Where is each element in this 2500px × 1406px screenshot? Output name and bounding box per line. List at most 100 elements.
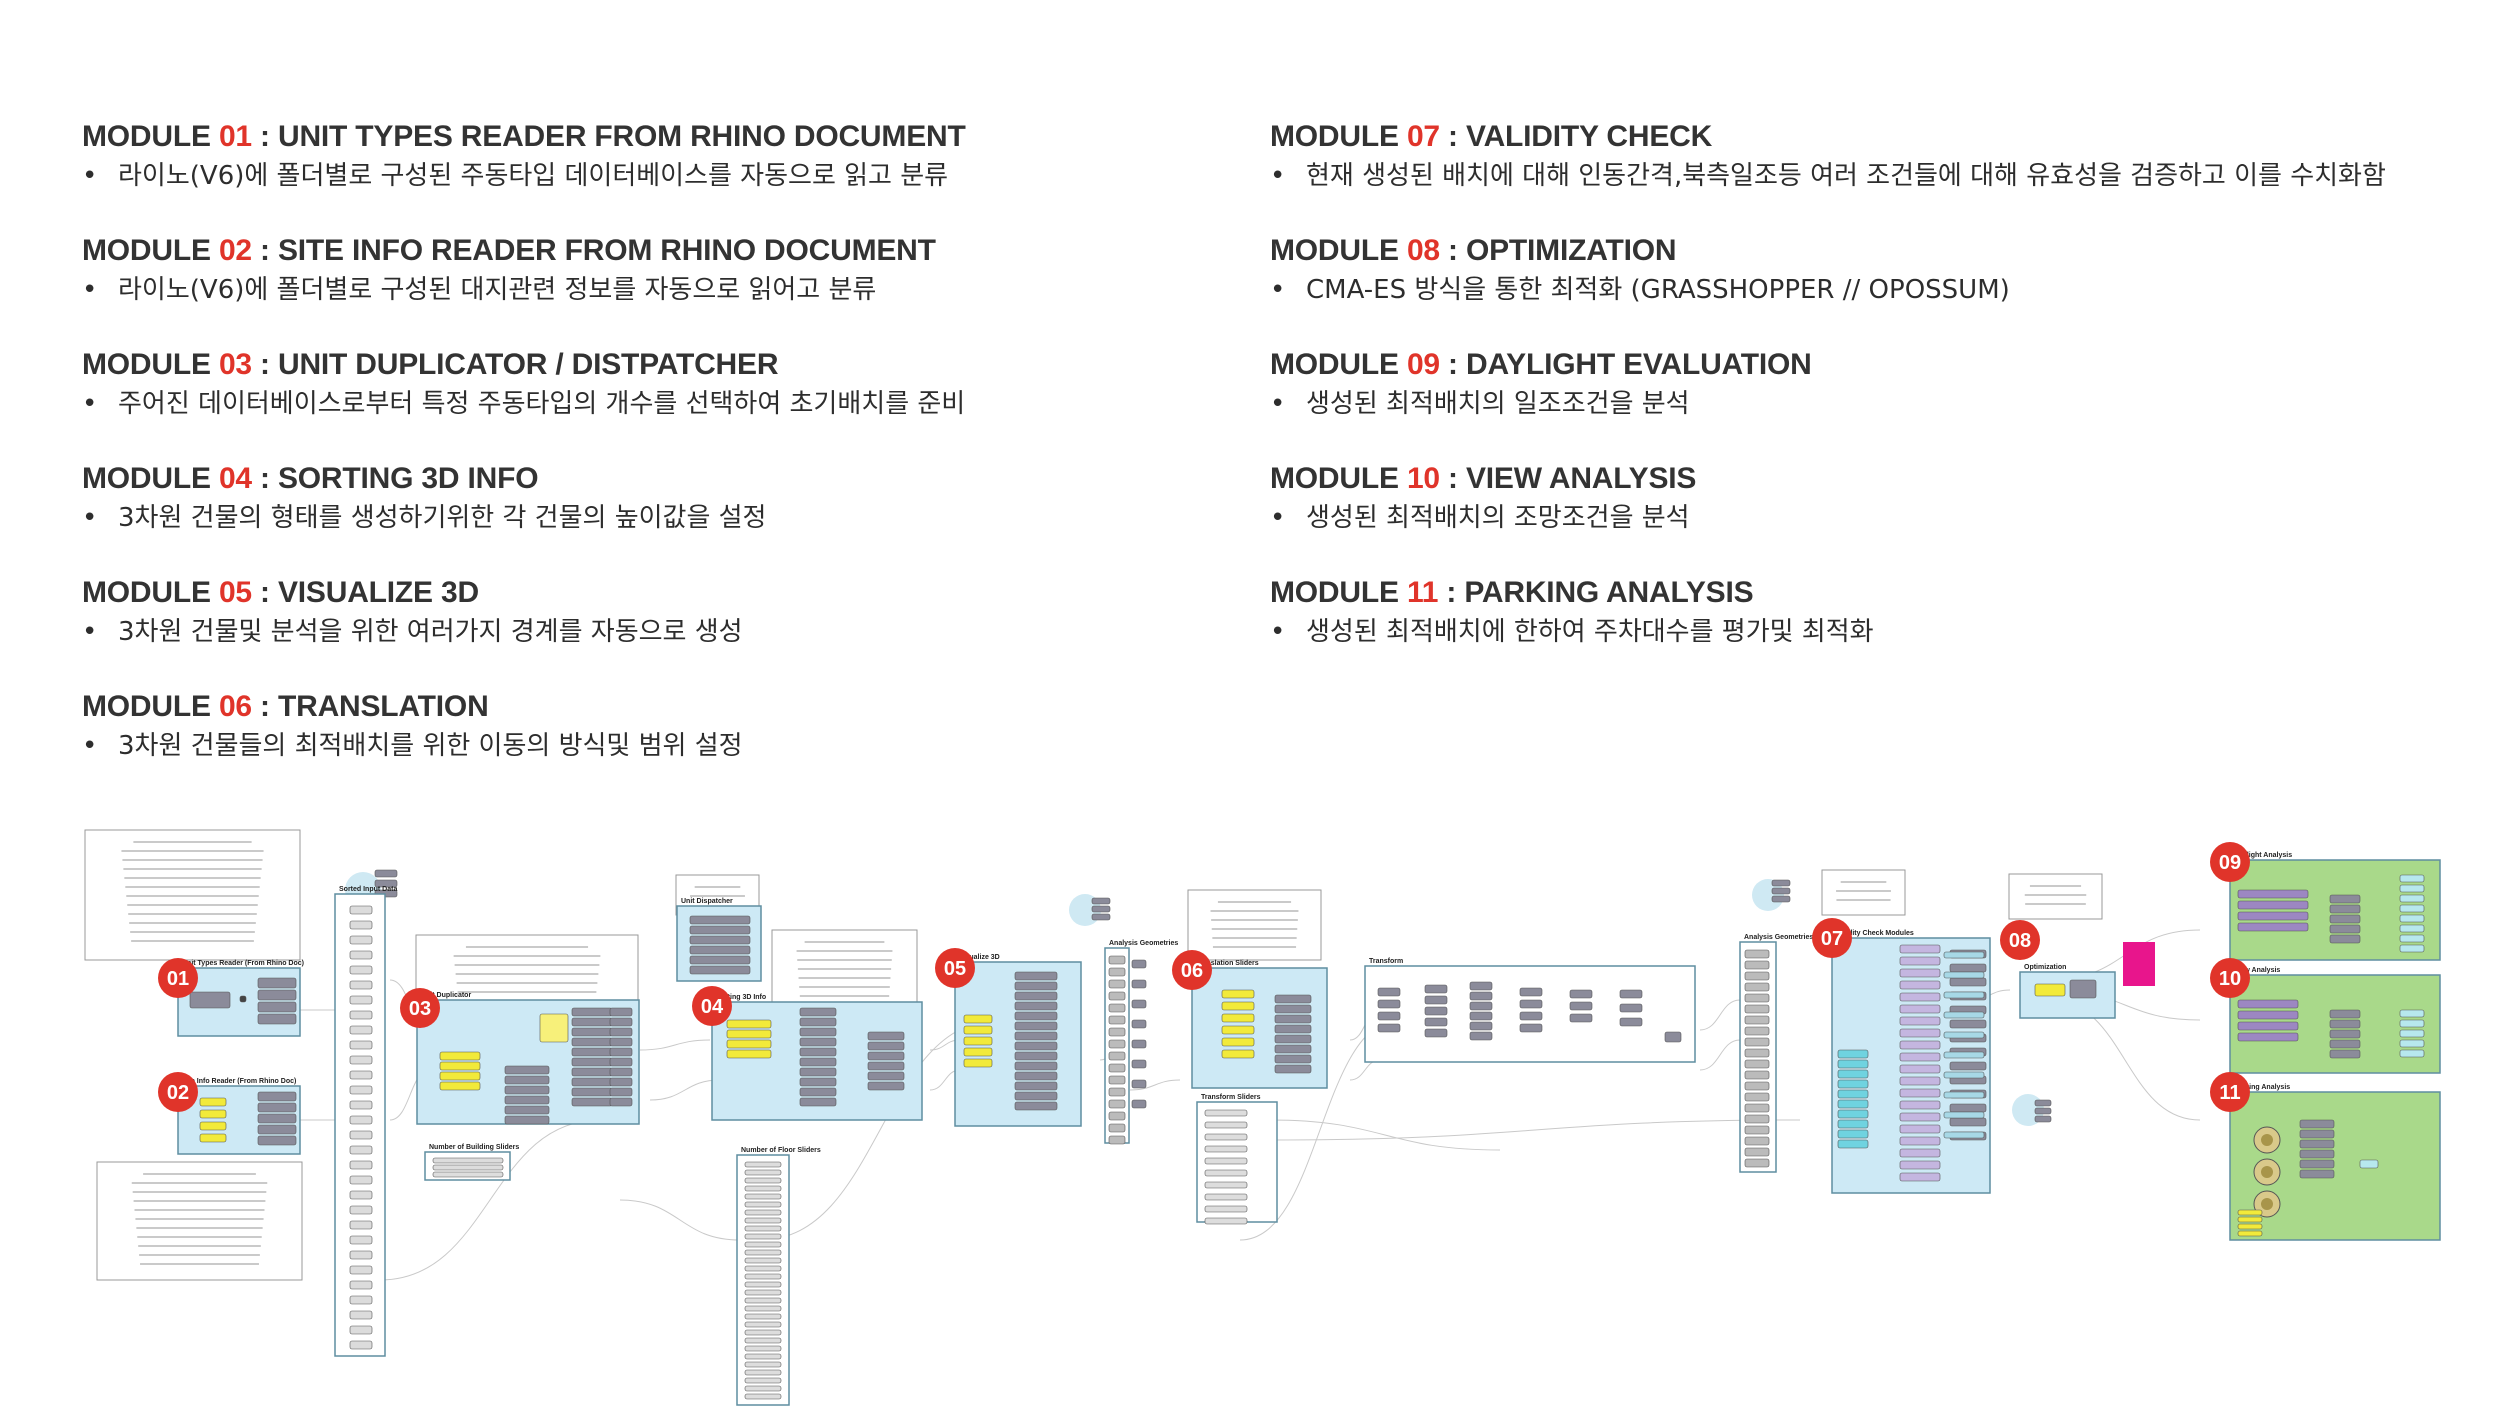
sorted-input-node [349,1205,373,1215]
component-node [867,1051,905,1061]
component-node [1424,1017,1448,1027]
component-node [2299,1139,2335,1149]
slider [744,1281,782,1288]
sorted-input-node [349,1100,373,1110]
module-prefix: MODULE [82,234,219,267]
component-node [799,1047,837,1057]
group-transform-label: Transform [1369,958,1403,965]
component-node [689,955,751,965]
yellow-panel [726,1039,772,1049]
component-node [2299,1169,2335,1179]
component-node [1131,999,1147,1009]
component-node [571,1047,613,1057]
component-node [1131,979,1147,989]
component-node [1619,1017,1643,1027]
yellow-panel [439,1061,481,1071]
module-08: MODULE 08 : OPTIMIZATION•CMA-ES 방식을 통한 최… [1270,232,2450,310]
wire [379,1119,601,1281]
component-node [867,1071,905,1081]
component-node [257,1102,297,1113]
component-node [609,1057,633,1067]
module-10: MODULE 10 : VIEW ANALYSIS•생성된 최적배치의 조망조건… [1270,460,2450,538]
component-node [1091,913,1111,921]
module-number: 02 [218,234,252,267]
component-node [257,1091,297,1102]
component-node [867,1061,905,1071]
component-node [689,935,751,945]
component-node [1274,1004,1312,1014]
slider [1204,1169,1248,1177]
yellow-panel [963,1025,993,1035]
module-prefix: MODULE [82,576,219,609]
group-optimization-label: Optimization [2024,964,2066,971]
component-node [2329,1019,2361,1029]
group-transform-sliders-label: Transform Sliders [1201,1094,1261,1101]
component-node [571,1097,613,1107]
component-node [1949,963,1987,973]
yellow-panel [199,1133,227,1143]
geo-node [1108,1063,1126,1073]
slider [744,1201,782,1208]
purple-group [1899,980,1941,990]
module-description: •CMA-ES 방식을 통한 최적화 (GRASSHOPPER // OPOSS… [1270,270,2450,310]
wire [1129,1079,1181,1091]
component-node [571,1077,613,1087]
module-title: MODULE 10 : VIEW ANALYSIS [1270,460,2450,498]
component-node [1377,1011,1401,1021]
component-node [2329,904,2361,914]
geo-node [1744,1026,1770,1036]
sorted-input-node [349,1055,373,1065]
module-title: MODULE 07 : VALIDITY CHECK [1270,118,2450,156]
bullet-icon: • [82,275,98,305]
component-node [689,915,751,925]
description-text: 3차원 건물및 분석을 위한 여러가지 경계를 자동으로 생성 [118,617,743,647]
component-node [1619,1003,1643,1013]
module-description: •3차원 건물의 형태를 생성하기위한 각 건물의 높이값을 설정 [82,498,1232,538]
component-node [799,1057,837,1067]
bullet-icon: • [1270,503,1286,533]
module-description: •3차원 건물및 분석을 위한 여러가지 경계를 자동으로 생성 [82,612,1232,652]
yellow-panel [1221,1037,1255,1047]
component-node [1014,981,1058,991]
component-node [1569,989,1593,999]
component-node [609,1097,633,1107]
geo-node [1108,991,1126,1001]
module-title: MODULE 11 : PARKING ANALYSIS [1270,574,2450,612]
note-panel-07 [1821,869,1906,916]
slider [1204,1181,1248,1189]
yellow-panel [2237,1216,2263,1223]
component-node [1014,1031,1058,1041]
component-node [2329,1009,2361,1019]
output-bar [2399,1049,2425,1058]
component-node [1469,1031,1493,1041]
component-node [1424,1006,1448,1016]
output-bar [1943,1051,1985,1059]
sorted-input-node [349,1025,373,1035]
wire [619,1199,741,1241]
purple-group [1899,1160,1941,1170]
component-node [1664,1031,1682,1043]
slider [744,1241,782,1248]
yellow-panel [726,1019,772,1029]
module-09: MODULE 09 : DAYLIGHT EVALUATION•생성된 최적배치… [1270,346,2450,424]
geo-node [1744,1004,1770,1014]
geo-node [1744,982,1770,992]
bullet-icon: • [1270,617,1286,647]
component-node [1014,1091,1058,1101]
component-node [799,1097,837,1107]
slider [1204,1205,1248,1213]
wire [1269,1119,1801,1141]
module-title: MODULE 01 : UNIT TYPES READER FROM RHINO… [82,118,1232,156]
component-node [1619,989,1643,999]
geo-node [1108,1123,1126,1133]
sorted-input-node [349,1160,373,1170]
geo-node [1744,1136,1770,1146]
geo-node [1744,1070,1770,1080]
output-bar [2399,914,2425,923]
component-node [571,1057,613,1067]
geo-node [1108,1027,1126,1037]
purple-group [1899,956,1941,966]
module-title-text: : SITE INFO READER FROM RHINO DOCUMENT [251,234,936,267]
module-title-text: : VISUALIZE 3D [251,576,479,609]
component-node [799,1067,837,1077]
